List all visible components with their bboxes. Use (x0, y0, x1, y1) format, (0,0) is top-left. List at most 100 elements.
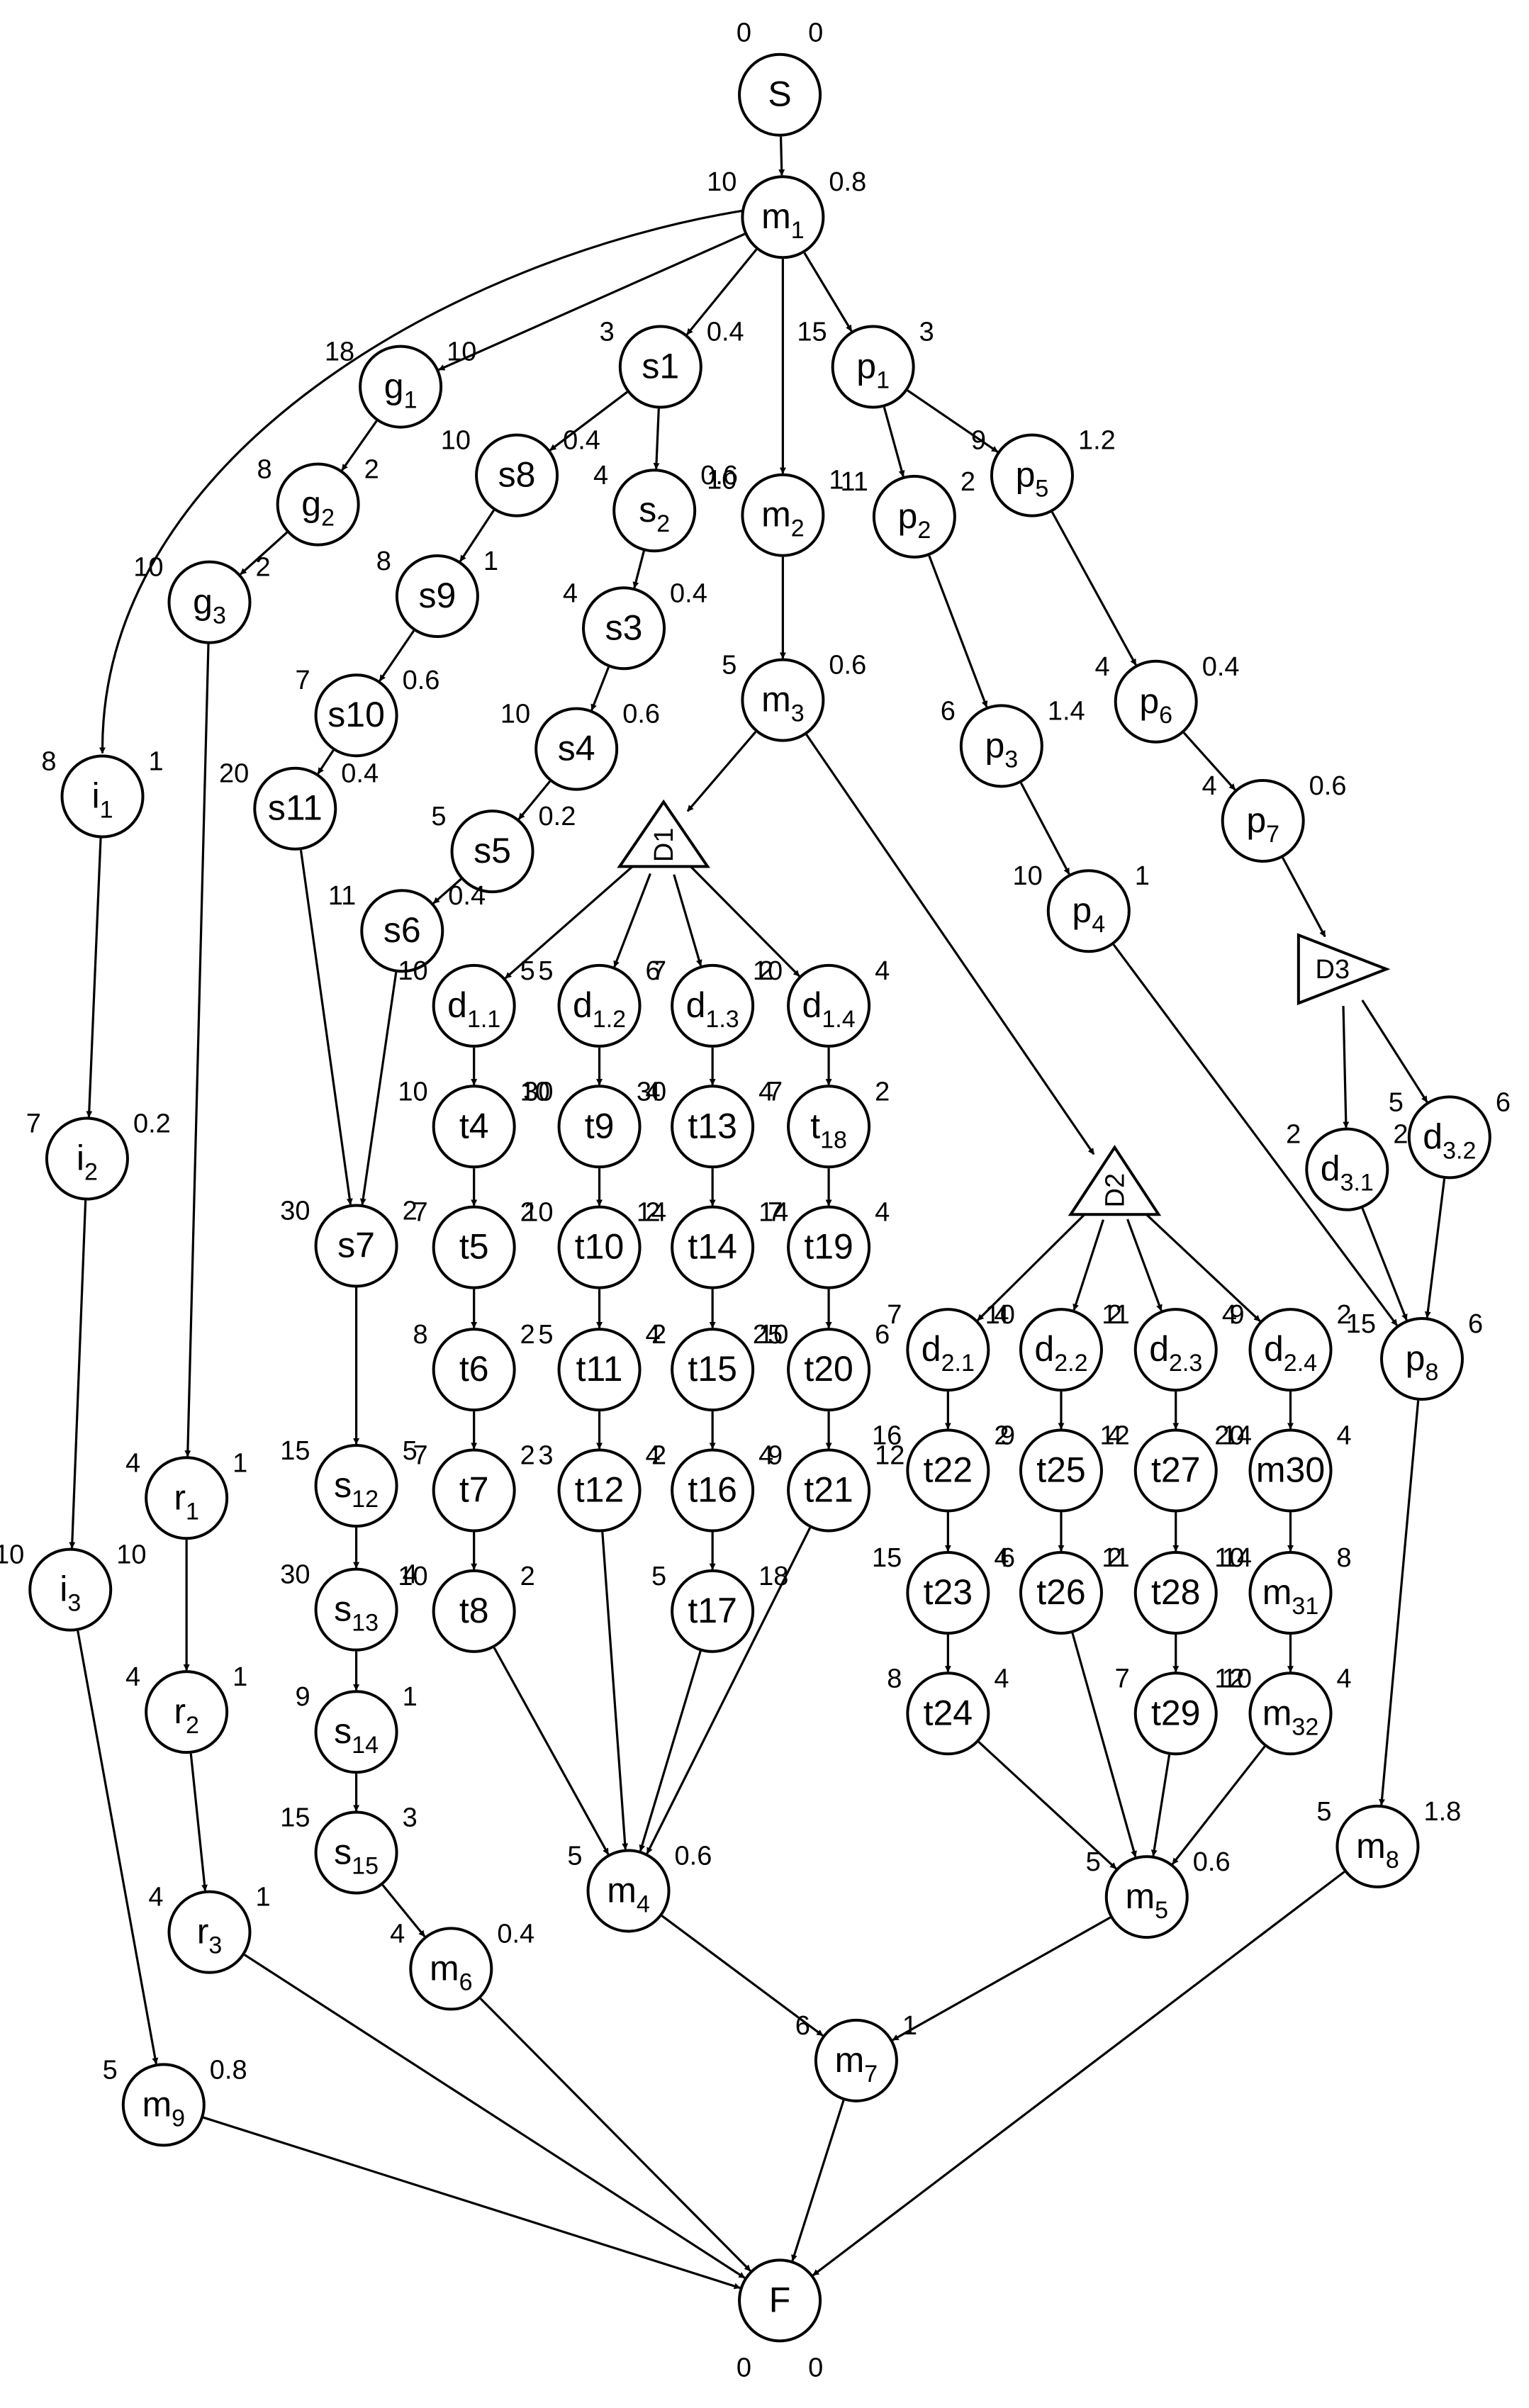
node-left-value: 10 (441, 426, 471, 456)
node-circle (1248, 1550, 1333, 1635)
node-label-subscript: 2.1 (941, 1350, 975, 1377)
node-circle (60, 754, 145, 839)
node-left-value: 3 (600, 318, 615, 347)
node-label-subscript: 13 (352, 1610, 379, 1637)
node-label: t21 (804, 1469, 853, 1509)
node-circle (314, 1204, 398, 1288)
node-label-main: F (769, 2280, 791, 2319)
node-left-value: 30 (280, 1560, 310, 1590)
node-left-value: 16 (872, 1421, 902, 1450)
node-right-value: 14 (1222, 1543, 1252, 1573)
node-left-value: 9 (1000, 1421, 1015, 1450)
node-right-value: 1 (233, 1448, 247, 1478)
node-circle (741, 473, 825, 557)
node-left-value: 14 (637, 1198, 666, 1228)
node-label: p8 (1406, 1338, 1439, 1386)
node-right-value: 3 (919, 318, 934, 347)
node-label-main: m (761, 495, 791, 534)
edge-p3-p4 (1019, 782, 1070, 875)
node-label: S (768, 74, 791, 114)
node-left-value: 6 (1000, 1543, 1015, 1573)
node-circle (787, 963, 871, 1048)
node-label-subscript: 4 (637, 1891, 650, 1917)
node-label-main: s4 (558, 729, 595, 768)
node-label: g1 (384, 366, 418, 414)
node-circle (1221, 778, 1305, 863)
node-left-value: 30 (280, 1196, 310, 1226)
node-circle (557, 1328, 642, 1412)
node-left-value: 8 (257, 455, 272, 485)
node-circle (959, 704, 1043, 788)
node-circle (612, 469, 697, 553)
node-label: t11 (576, 1349, 623, 1389)
node-label-main: d (686, 985, 706, 1025)
node-right-value: 1 (902, 2011, 917, 2041)
node-label-subscript: 3.1 (1340, 1170, 1374, 1197)
node-label: d2.3 (1149, 1329, 1202, 1377)
edge-s6-s7 (359, 972, 398, 1205)
node-label: s2 (639, 490, 670, 537)
edge-m1-s1 (685, 248, 758, 335)
edge-S-m1 (778, 136, 785, 177)
node-label-main: m (1356, 1826, 1386, 1866)
node-label: t8 (459, 1591, 489, 1630)
node-left-value: 10 (398, 1077, 427, 1107)
node-label: r2 (174, 1691, 199, 1739)
node-left-value: 7 (651, 956, 666, 986)
node-label-main: t12 (575, 1469, 625, 1509)
node-label: s15 (334, 1832, 379, 1880)
node-label-main: t4 (459, 1106, 489, 1146)
node-label-subscript: 2 (186, 1712, 199, 1739)
node-circle (557, 1085, 642, 1169)
node-circle (906, 1550, 990, 1635)
node-label: r1 (174, 1477, 199, 1525)
node-right-value: 14 (758, 1198, 788, 1228)
node-label: m5 (1125, 1876, 1168, 1924)
node-label-main: p (1406, 1338, 1426, 1378)
edge-m1-g1 (438, 233, 746, 371)
edge-s4-s5 (517, 780, 551, 820)
node-right-value: 2 (960, 467, 975, 497)
node-label: F (769, 2280, 791, 2319)
node-label-main: t20 (804, 1349, 853, 1389)
node-label: m9 (142, 2084, 186, 2132)
node-label-subscript: 14 (352, 1732, 379, 1759)
edge-m6-F (479, 1998, 751, 2272)
node-label: d2.4 (1264, 1329, 1317, 1377)
node-label-main: m (1125, 1876, 1155, 1916)
node-right-value: 4 (758, 1077, 773, 1107)
edge-D1-d12 (613, 873, 651, 968)
node-label-main: s5 (474, 831, 511, 870)
node-circle (1380, 1317, 1464, 1401)
node-label-subscript: 1 (100, 796, 113, 823)
node-label-subscript: 1.2 (593, 1006, 626, 1033)
node-label-subscript: 1.4 (822, 1006, 855, 1033)
node-label-subscript: 1 (791, 217, 805, 244)
node-label: s5 (474, 831, 511, 870)
node-right-value: 10 (116, 1540, 146, 1570)
node-label-subscript: 31 (1292, 1593, 1318, 1620)
decision-triangle (617, 799, 710, 868)
node-label: t18 (810, 1106, 847, 1153)
node-right-value: 0.4 (707, 318, 744, 347)
node-label-subscript: 2 (656, 510, 670, 537)
decision-label: D3 (1316, 955, 1350, 985)
node-label: d3.1 (1321, 1149, 1374, 1197)
node-label-main: s (334, 1465, 352, 1505)
node-circle (906, 1308, 990, 1392)
node-circle (534, 707, 619, 791)
node-label: g3 (193, 582, 226, 629)
